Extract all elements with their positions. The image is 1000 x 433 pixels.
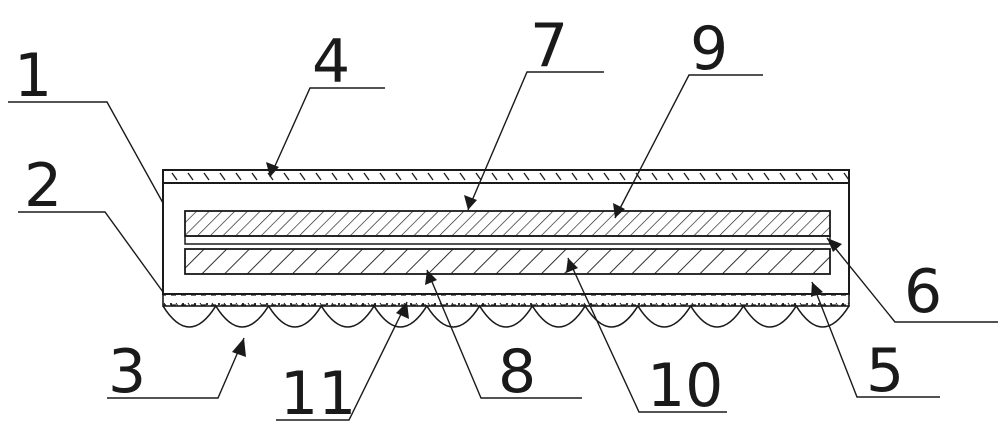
upper-dense-layer xyxy=(184,210,831,237)
arrow-heads xyxy=(232,162,842,357)
arrow-head-11 xyxy=(396,302,409,319)
arrow-head-8 xyxy=(425,270,437,285)
arrow-head-9 xyxy=(613,203,625,218)
top-cover-layer xyxy=(163,172,850,184)
label-7: 7 xyxy=(530,11,568,81)
label-1: 1 xyxy=(14,41,52,111)
base-dotted-strip xyxy=(163,300,849,306)
label-9: 9 xyxy=(690,14,728,84)
arrow-head-10 xyxy=(566,258,578,273)
arrow-head-5 xyxy=(811,282,823,297)
thin-dashed-layer xyxy=(184,235,831,245)
label-6: 6 xyxy=(904,257,942,327)
label-5: 5 xyxy=(866,336,904,406)
arrow-head-3 xyxy=(232,338,246,357)
label-8: 8 xyxy=(498,337,536,407)
arrow-head-4 xyxy=(266,162,279,177)
label-4: 4 xyxy=(312,27,350,97)
label-2: 2 xyxy=(24,151,62,221)
lower-hatched-layer xyxy=(184,248,831,275)
leader-lines xyxy=(8,71,998,421)
arrow-head-7 xyxy=(464,195,477,210)
label-11: 11 xyxy=(280,359,356,429)
arrow-head-6 xyxy=(827,238,842,252)
label-3: 3 xyxy=(108,337,146,407)
microlens-array xyxy=(162,304,850,328)
label-10: 10 xyxy=(647,351,723,421)
